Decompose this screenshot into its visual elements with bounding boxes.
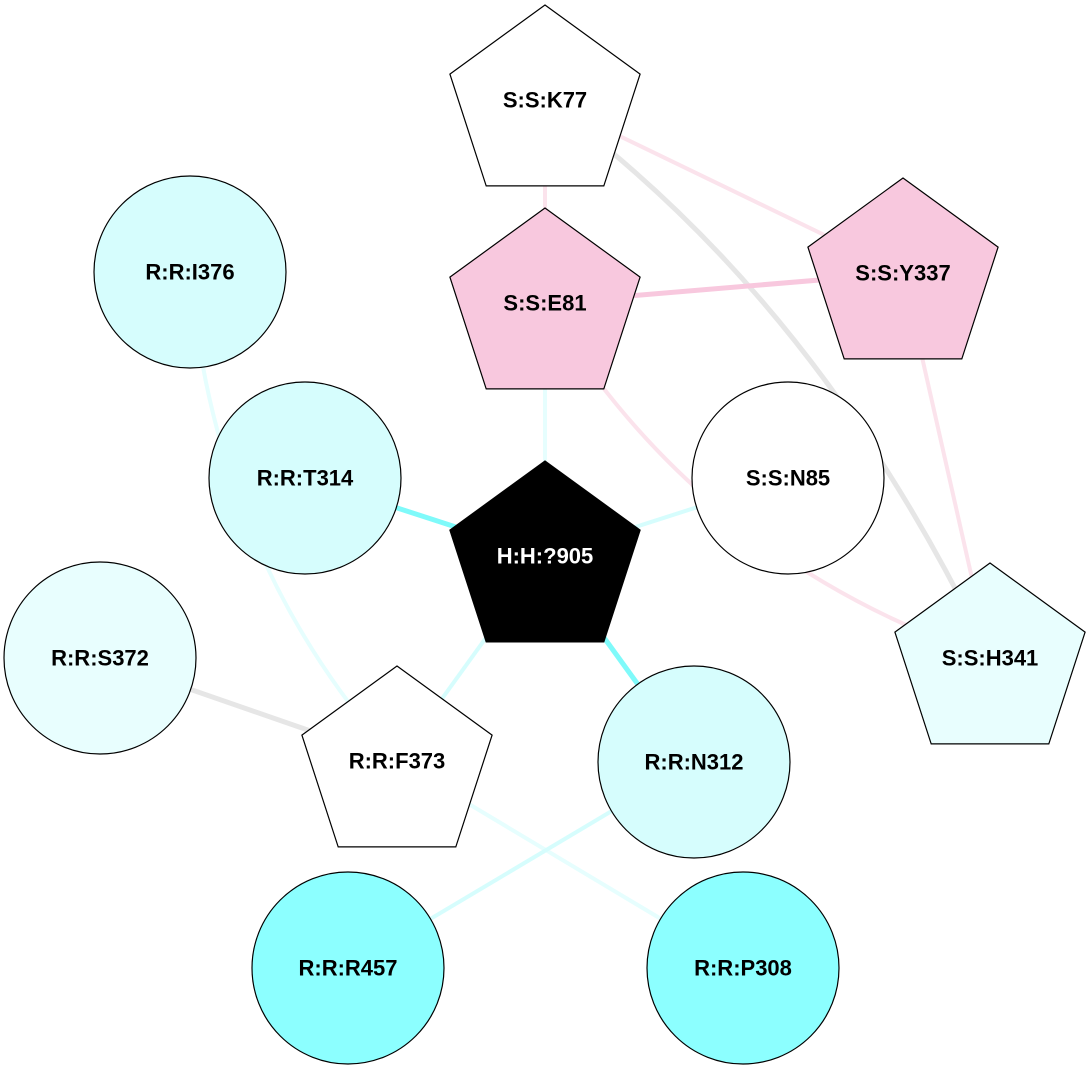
circle-shape: [208, 381, 402, 575]
node-s-s-n85[interactable]: S:S:N85: [691, 381, 885, 575]
node-label: R:R:N312: [644, 750, 743, 775]
node-s-s-e81[interactable]: S:S:E81: [449, 207, 641, 390]
node-label: S:S:Y337: [855, 261, 950, 286]
pentagon-shape: [301, 665, 493, 848]
node-r-r-i376[interactable]: R:R:I376: [93, 175, 287, 369]
node-label: S:S:H341: [942, 646, 1039, 671]
node-r-r-n312[interactable]: R:R:N312: [597, 665, 791, 859]
circle-shape: [3, 561, 197, 755]
node-r-r-t314[interactable]: R:R:T314: [208, 381, 402, 575]
node-label: S:S:N85: [746, 466, 830, 491]
node-label: S:S:K77: [503, 88, 587, 113]
node-s-s-h341[interactable]: S:S:H341: [894, 562, 1086, 745]
node-label: R:R:I376: [145, 260, 234, 285]
circle-shape: [597, 665, 791, 859]
pentagon-shape: [449, 4, 641, 187]
node-r-r-r457[interactable]: R:R:R457: [251, 871, 445, 1065]
node-label: R:R:S372: [51, 646, 149, 671]
node-r-r-f373[interactable]: R:R:F373: [301, 665, 493, 848]
pentagon-shape: [807, 177, 999, 360]
circle-shape: [691, 381, 885, 575]
circle-shape: [646, 871, 840, 1065]
edge-k77-h341: [543, 97, 993, 660]
pentagon-shape: [449, 460, 641, 643]
node-s-s-k77[interactable]: S:S:K77: [449, 4, 641, 187]
nodes-layer: S:S:K77S:S:E81S:S:Y337S:S:H341H:H:?905R:…: [3, 4, 1086, 1065]
node-r-r-s372[interactable]: R:R:S372: [3, 561, 197, 755]
node-label: R:R:T314: [257, 466, 354, 491]
pentagon-shape: [449, 207, 641, 390]
node-h-h-905[interactable]: H:H:?905: [449, 460, 641, 643]
node-s-s-y337[interactable]: S:S:Y337: [807, 177, 999, 360]
circle-shape: [251, 871, 445, 1065]
circle-shape: [93, 175, 287, 369]
node-label: H:H:?905: [497, 544, 594, 569]
node-label: S:S:E81: [503, 291, 586, 316]
node-label: R:R:P308: [694, 956, 792, 981]
node-label: R:R:R457: [298, 956, 397, 981]
node-label: R:R:F373: [349, 749, 446, 774]
pentagon-shape: [894, 562, 1086, 745]
node-r-r-p308[interactable]: R:R:P308: [646, 871, 840, 1065]
